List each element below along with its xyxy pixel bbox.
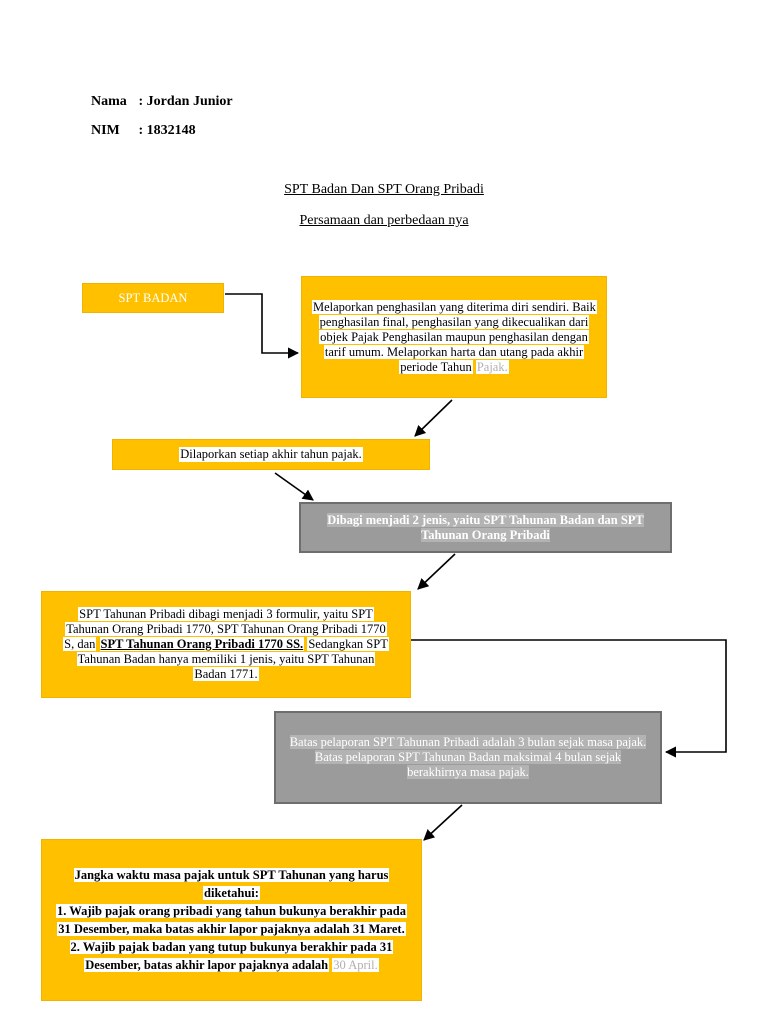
name-value: : Jordan Junior: [138, 94, 233, 109]
connector-box2-to-box3: [274, 472, 314, 501]
box4-text-a: SPT Tahunan Pribadi dibagi menjadi 3 for…: [63, 607, 387, 651]
box4-text-b: SPT Tahunan Orang Pribadi 1770 SS.: [99, 637, 305, 651]
connector-box5-to-box6: [423, 804, 463, 841]
box-batas-pelaporan: Batas pelaporan SPT Tahunan Pribadi adal…: [274, 711, 662, 804]
box-jangka-waktu: Jangka waktu masa pajak untuk SPT Tahuna…: [41, 839, 422, 1001]
page-subtitle: Persamaan dan perbedaan nya: [299, 213, 469, 228]
box-melaporkan-penghasilan: Melaporkan penghasilan yang diterima dir…: [301, 276, 607, 398]
box1-tail: Pajak.: [475, 359, 509, 374]
box1-text: Melaporkan penghasilan yang diterima dir…: [312, 299, 597, 374]
nim-row: NIM : 1832148: [91, 123, 196, 139]
name-row: Nama : Jordan Junior: [91, 94, 233, 110]
nim-label: NIM: [91, 123, 120, 138]
box-dilaporkan: Dilaporkan setiap akhir tahun pajak.: [112, 439, 430, 470]
box6-line1: Jangka waktu masa pajak untuk SPT Tahuna…: [73, 868, 390, 900]
spt-badan-label: SPT BADAN: [118, 290, 188, 305]
connector-box4-to-box5: [411, 639, 727, 758]
connector-box1-to-box2: [414, 399, 453, 437]
connector-box3-to-box4: [417, 553, 456, 590]
box6-tail: 30 April.: [332, 958, 379, 972]
box-formulir-spt: SPT Tahunan Pribadi dibagi menjadi 3 for…: [41, 591, 411, 698]
name-label: Nama: [91, 94, 127, 109]
connector-badan-to-box1: [225, 293, 300, 359]
box6-line2: 1. Wajib pajak orang pribadi yang tahun …: [56, 904, 407, 936]
box2-text: Dilaporkan setiap akhir tahun pajak.: [179, 447, 363, 462]
box3-text: Dibagi menjadi 2 jenis, yaitu SPT Tahuna…: [327, 512, 644, 542]
nim-value: : 1832148: [138, 123, 196, 138]
spt-badan-box: SPT BADAN: [82, 283, 224, 313]
box5-text: Batas pelaporan SPT Tahunan Pribadi adal…: [289, 735, 647, 779]
page-title: SPT Badan Dan SPT Orang Pribadi: [284, 182, 484, 197]
box-dibagi-2-jenis: Dibagi menjadi 2 jenis, yaitu SPT Tahuna…: [299, 502, 672, 553]
